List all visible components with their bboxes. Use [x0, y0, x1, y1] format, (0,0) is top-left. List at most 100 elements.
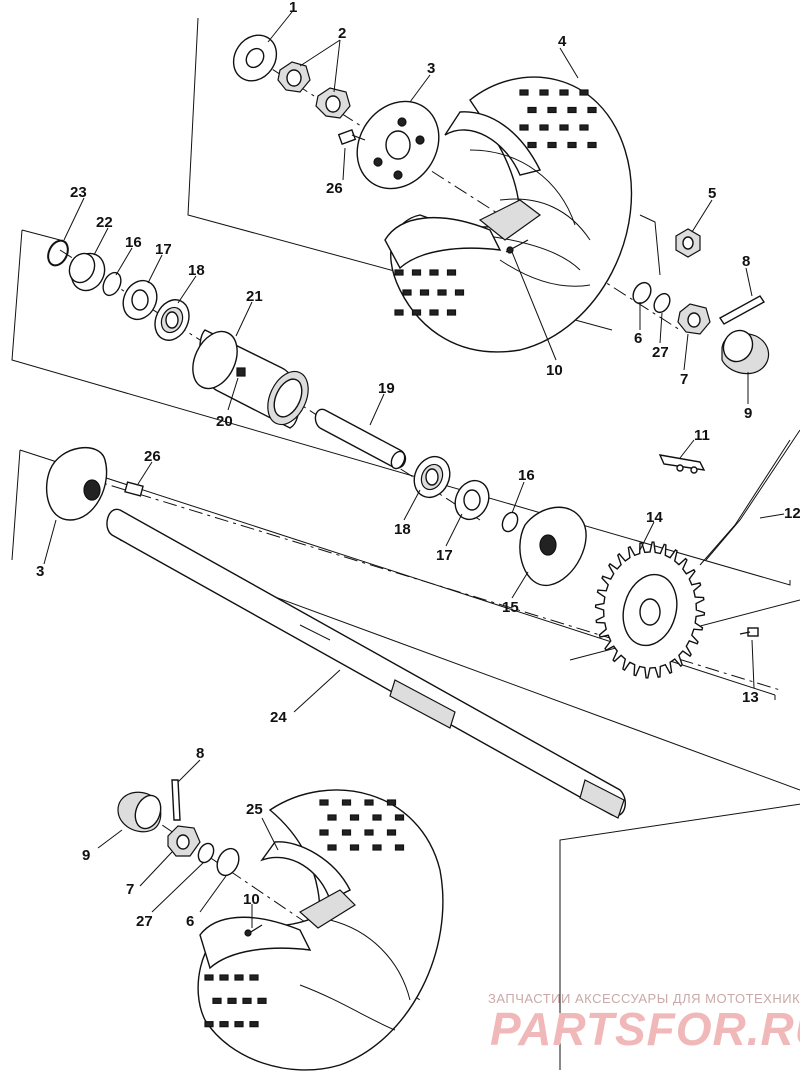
sprocket-14	[594, 541, 706, 679]
tread-block	[411, 309, 422, 316]
callout-12: 12	[784, 505, 800, 522]
tread-block	[327, 814, 337, 821]
callout-27-top: 27	[652, 344, 669, 361]
tread-block	[539, 89, 549, 96]
bearing-housing-21	[192, 329, 309, 429]
callout-22: 22	[96, 214, 113, 231]
tread-block	[364, 799, 374, 806]
tread-block	[419, 289, 430, 296]
callout-20: 20	[216, 413, 233, 430]
tread-block	[319, 799, 329, 806]
tread-block	[579, 89, 589, 96]
nut-5	[675, 228, 701, 258]
nut-2a	[277, 61, 311, 93]
callout-1: 1	[289, 0, 297, 16]
callout-9-top: 9	[744, 405, 752, 422]
tire-25-treads	[204, 799, 405, 1028]
callout-25: 25	[246, 801, 263, 818]
tread-block	[394, 309, 404, 316]
callout-19: 19	[378, 380, 395, 397]
tread-block	[579, 124, 589, 131]
tread-block	[519, 124, 529, 131]
callout-17-right: 17	[436, 547, 453, 564]
tread-block	[204, 974, 214, 981]
bolt-26-top	[337, 129, 366, 145]
leader-lines	[43, 11, 785, 928]
tread-block	[372, 844, 382, 851]
callout-6-top: 6	[634, 330, 642, 347]
washer-1	[232, 34, 278, 82]
callout-27-bottom: 27	[136, 913, 153, 930]
tread-block	[242, 997, 252, 1004]
tread-block	[519, 89, 529, 96]
axle-24	[106, 508, 626, 819]
tread-block	[341, 829, 352, 836]
sprocket-hub-15	[519, 506, 587, 586]
callout-6-bottom: 6	[186, 913, 194, 930]
washer-6-top	[632, 281, 652, 305]
watermark-tagline: ЗАПЧАСТИИ АКСЕССУАРЫ ДЛЯ МОТОТЕХНИКИ	[488, 991, 800, 1006]
seal-17-left	[122, 279, 158, 321]
tread-block	[249, 974, 259, 981]
bearing-18-left	[154, 299, 190, 341]
callout-26-top: 26	[326, 180, 343, 197]
bolt-13	[739, 627, 759, 637]
callout-5: 5	[708, 185, 716, 202]
castle-nut-7-bottom	[167, 825, 201, 857]
tread-block	[327, 844, 337, 851]
callout-8-bottom: 8	[196, 745, 204, 762]
tread-block	[527, 141, 537, 149]
callout-17-left: 17	[155, 241, 172, 258]
tread-block	[547, 106, 557, 114]
stud-10-top	[505, 239, 529, 254]
callout-26-left: 26	[144, 448, 161, 465]
hub-3-left	[46, 446, 108, 521]
callout-18-left: 18	[188, 262, 205, 279]
tread-block	[249, 1021, 259, 1028]
tread-block	[234, 974, 244, 981]
tread-block	[567, 106, 577, 114]
watermark-logo: PARTSFOR.RU	[490, 1003, 800, 1055]
tread-block	[547, 141, 557, 149]
tread-block	[341, 799, 352, 806]
tread-block	[587, 141, 597, 149]
tread-block	[559, 89, 569, 96]
callout-16-right: 16	[518, 467, 535, 484]
tread-block	[446, 309, 457, 316]
callout-7-top: 7	[680, 371, 688, 388]
tread-block	[394, 844, 405, 851]
tread-block	[402, 289, 412, 296]
callout-9-bottom: 9	[82, 847, 90, 864]
master-link-11	[658, 454, 706, 474]
callout-10-bottom: 10	[243, 891, 260, 908]
callout-18-right: 18	[394, 521, 411, 538]
tread-block	[394, 814, 405, 821]
tread-block	[372, 814, 382, 821]
washer-6-bottom	[216, 847, 240, 877]
callout-3-top: 3	[427, 60, 435, 77]
tread-block	[411, 269, 422, 276]
spacer-22	[68, 252, 106, 292]
tread-block	[386, 829, 397, 836]
tread-block	[257, 997, 267, 1004]
tread-block	[567, 141, 577, 149]
callout-16-left: 16	[125, 234, 142, 251]
tread-block	[219, 1021, 229, 1028]
tread-block	[587, 106, 597, 114]
callout-3-left: 3	[36, 563, 44, 580]
tread-block	[234, 1021, 244, 1028]
tread-block	[219, 974, 229, 981]
cotter-pin-8-top	[718, 295, 766, 325]
cap-9-bottom	[117, 791, 162, 833]
tread-block	[429, 309, 439, 316]
sleeve-19	[314, 408, 407, 470]
bolt-26-left	[124, 481, 144, 497]
hub-3-top	[356, 100, 440, 190]
callout-15: 15	[502, 599, 519, 616]
callout-labels: 1 2 3 4 5 8 6 27 7 9 10 26 23 22 16 17 1…	[36, 0, 800, 930]
callout-10-top: 10	[546, 362, 563, 379]
tread-block	[539, 124, 549, 131]
callout-13: 13	[742, 689, 759, 706]
callout-23: 23	[70, 184, 87, 201]
